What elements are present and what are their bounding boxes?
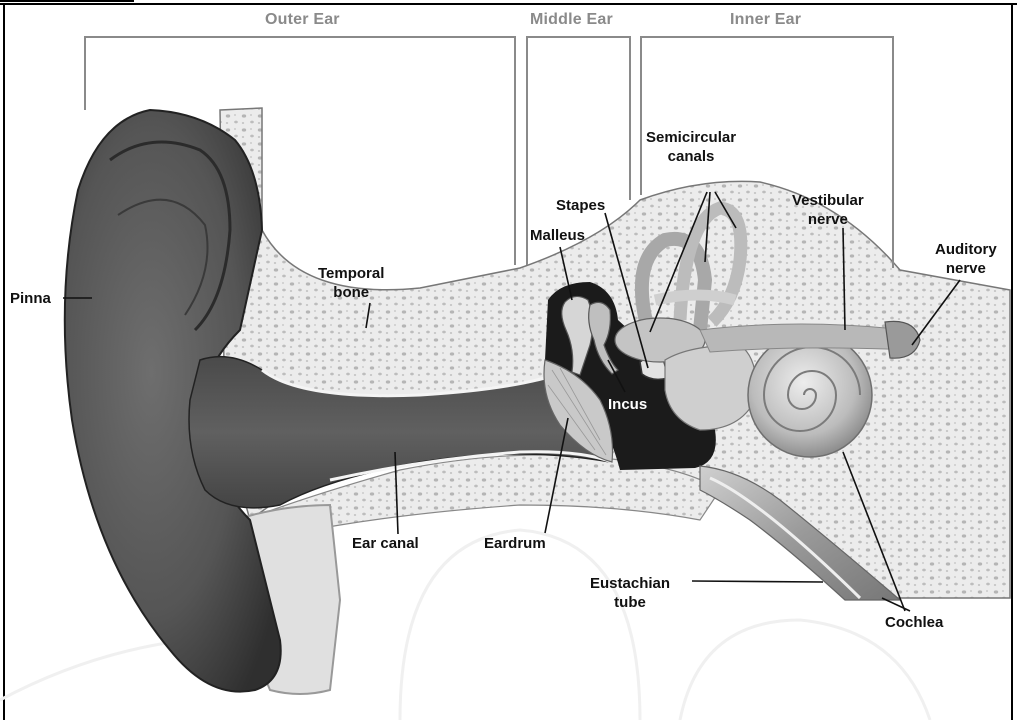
outer-ear-label: Outer Ear [265,11,340,29]
auditory-nerve-label: Auditory nerve [935,240,997,278]
ear-canal-label: Ear canal [352,534,419,553]
malleus-label: Malleus [530,226,585,245]
semicircular-canals-label: Semicircular canals [646,128,736,166]
pinna-label: Pinna [10,289,51,308]
eustachian-tube-label: Eustachian tube [590,574,670,612]
incus-label: Incus [608,395,647,414]
nerve-bundle [700,324,910,352]
semicircular-canal-3 [655,295,735,300]
eardrum-label: Eardrum [484,534,546,553]
cochlea-label: Cochlea [885,613,943,632]
inner-ear-label: Inner Ear [730,11,801,29]
eustachian-tube-leader [692,581,823,582]
cochlea-shape [748,333,872,457]
temporal-bone-label: Temporal bone [318,264,384,302]
vestibular-nerve-label: Vestibular nerve [792,191,864,229]
inner-ear-body [665,345,756,430]
stapes-label: Stapes [556,196,605,215]
middle-ear-label: Middle Ear [530,11,613,29]
